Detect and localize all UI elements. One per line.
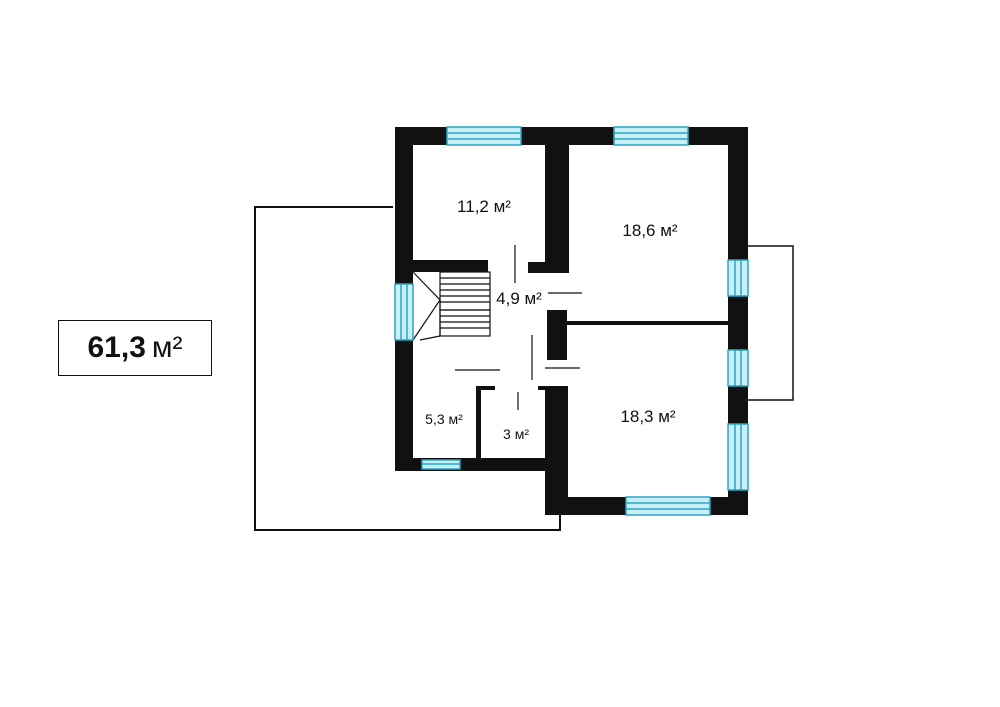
interior-walls: [412, 127, 730, 462]
room-area-label: 4,9 м²: [496, 289, 542, 308]
windows: [394, 126, 749, 516]
room-area-label: 18,3 м²: [620, 407, 675, 426]
total-area-value: 61,3: [87, 331, 146, 364]
window-top-left: [446, 126, 522, 146]
total-area-unit: м²: [151, 331, 183, 364]
room-area-label: 5,3 м²: [425, 411, 463, 427]
balcony-outline: [748, 245, 794, 401]
window-right-upper: [727, 259, 749, 297]
window-bottom-bathroom: [421, 459, 461, 470]
room-area-label: 18,6 м²: [622, 221, 677, 240]
room-area-label: 3 м²: [503, 426, 529, 442]
terrace-outline: [254, 206, 561, 531]
room-labels: 11,2 м² 18,6 м² 4,9 м² 5,3 м² 3 м² 18,3 …: [425, 197, 678, 442]
window-right-lower: [727, 423, 749, 491]
window-right-middle: [727, 349, 749, 387]
staircase: [412, 271, 491, 341]
total-area-box: 61,3 м²: [58, 320, 212, 376]
window-left-stairs: [394, 283, 414, 341]
door-lines: [455, 245, 582, 410]
room-area-label: 11,2 м²: [457, 197, 511, 216]
window-top-right: [613, 126, 689, 146]
window-bottom-right: [625, 496, 711, 516]
